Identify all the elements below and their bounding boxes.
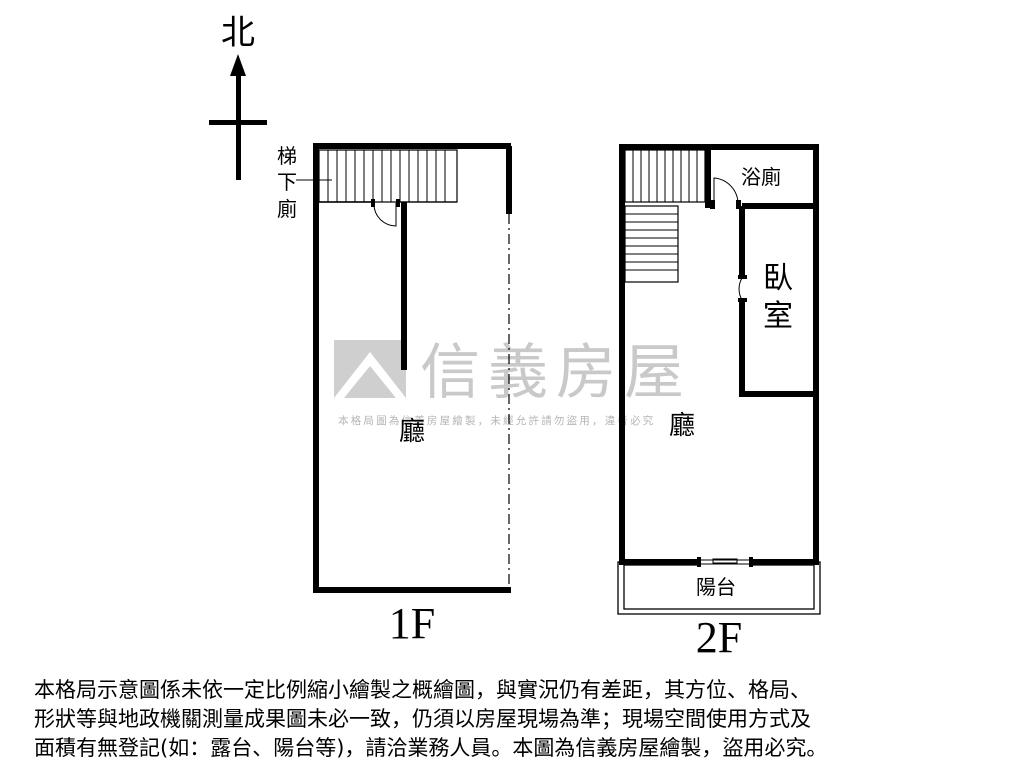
watermark-notice: 本格局圖為信義房屋繪製，未經允許請勿盜用，違者必究 [338, 414, 656, 427]
north-arrow-icon [230, 54, 246, 76]
floor-2-stairs [624, 149, 706, 283]
floor-1-label: 1F [389, 599, 435, 648]
floor-2-bedroom-label-2: 室 [763, 299, 793, 334]
floor-2-bedroom-door [738, 275, 747, 302]
compass-horizontal-bar [209, 120, 267, 125]
floor-2-balcony-door [697, 557, 753, 567]
north-label: 北 [221, 13, 255, 53]
disclaimer-line-1: 本格局示意圖係未依一定比例縮小繪製之概繪圖，與實況仍有差距，其方位、格局、 [34, 678, 811, 702]
disclaimer-line-2: 形狀等與地政機關測量成果圖未必一致，仍須以房屋現場為準；現場空間使用方式及 [34, 707, 811, 731]
floor-1-outer-wall [313, 143, 511, 593]
watermark-brand: 信義房屋 [420, 338, 692, 408]
disclaimer-text: 本格局示意圖係未依一定比例縮小繪製之概繪圖，與實況仍有差距，其方位、格局、 形狀… [34, 676, 994, 763]
disclaimer-line-3: 面積有無登記(如：露台、陽台等)，請洽業務人員。本圖為信義房屋繪製，盜用必究。 [34, 736, 828, 760]
brand-logo-icon [334, 340, 406, 398]
floor-2-bathroom-label: 浴廁 [741, 165, 781, 189]
floor-2-bathroom-door [710, 177, 741, 209]
floor-1-stair-toilet-label-3: 廁 [277, 197, 297, 221]
floor-1-stairs [318, 149, 458, 203]
floor-2-plan: 浴廁 臥 室 廳 陽台 2F [617, 144, 821, 662]
floor-2-bedroom-wall-lower [739, 302, 816, 397]
floor-1-toilet-door [371, 199, 400, 227]
compass: 北 [209, 13, 267, 180]
floor-1-stair-toilet-label-1: 梯 [277, 144, 297, 168]
floor-2-bedroom-label-1: 臥 [763, 261, 793, 296]
floor-1-plan: 梯 下 廁 廳 1F [277, 143, 512, 648]
floor-2-balcony-label: 陽台 [696, 575, 736, 599]
floor-1-hall-label: 廳 [399, 417, 425, 447]
floor-2-hall-label: 廳 [669, 411, 695, 441]
watermark: 信義房屋 本格局圖為信義房屋繪製，未經允許請勿盜用，違者必究 [334, 338, 692, 427]
floor-1-stair-toilet-label-2: 下 [277, 170, 297, 194]
floor-2-label: 2F [696, 613, 742, 662]
